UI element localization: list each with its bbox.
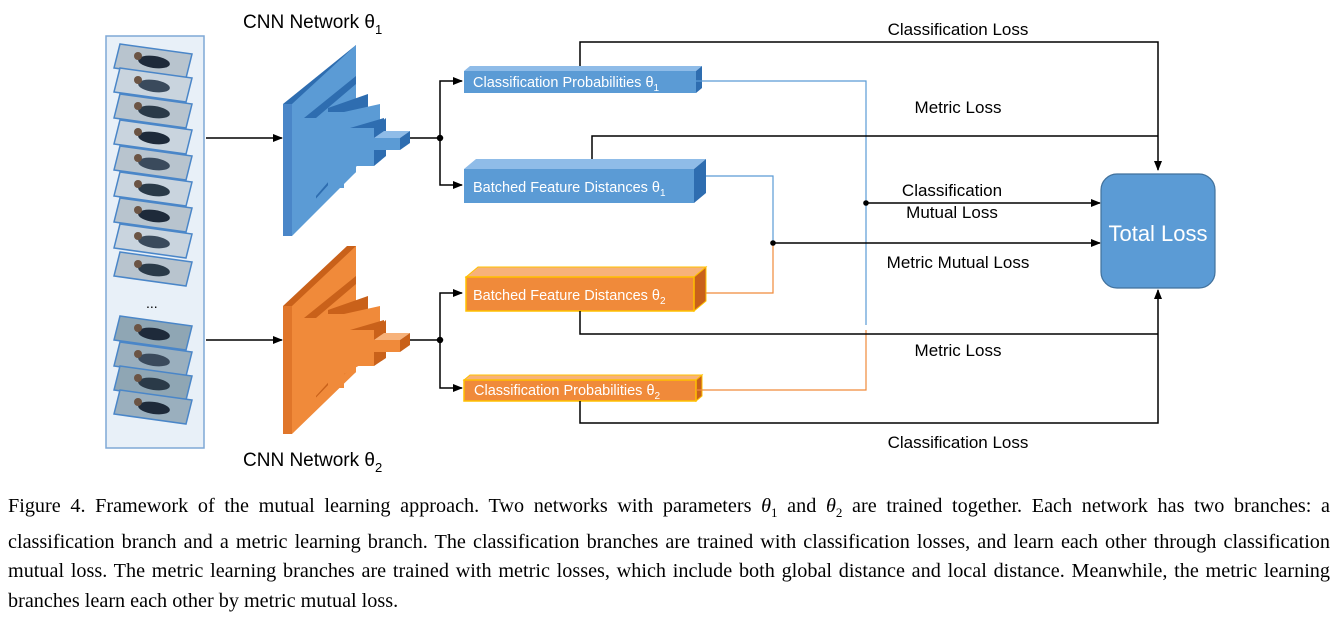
cnn-network-1: [283, 45, 410, 236]
person-image-thumbnail: [113, 119, 193, 155]
person-image-thumbnail: [113, 93, 193, 129]
input-image-stack: ...: [105, 35, 205, 449]
cnn2-branch-connector: [410, 289, 463, 392]
batched-feature-distances-1-box: Batched Feature Distances θ1: [464, 159, 706, 203]
person-image-thumbnail: [113, 389, 193, 425]
person-image-thumbnail: [113, 251, 193, 287]
person-image-thumbnail: [113, 145, 193, 181]
person-image-thumbnail: [113, 67, 193, 103]
cnn-network-2: [283, 246, 410, 434]
classification-mutual-junction: [863, 200, 869, 206]
figure-caption: Figure 4. Framework of the mutual learni…: [8, 495, 1330, 612]
svg-text:Classification Probabilities θ: Classification Probabilities θ2: [474, 383, 661, 402]
cnn-network-2-label: CNN Network θ2: [243, 450, 382, 475]
classification-mutual-loss-label-line1: Classification: [902, 181, 1002, 200]
person-image-thumbnail: [113, 171, 193, 207]
svg-text:Batched Feature Distances θ1: Batched Feature Distances θ1: [473, 180, 666, 199]
person-image-thumbnail: [113, 315, 193, 351]
loss-lines: [579, 41, 1162, 424]
metric-mutual-junction: [770, 240, 776, 246]
metric-loss-bottom-label: Metric Loss: [915, 341, 1002, 360]
total-loss-box: Total Loss: [1100, 173, 1216, 289]
metric-loss-top-label: Metric Loss: [915, 98, 1002, 117]
person-image-thumbnail: [113, 197, 193, 233]
classification-probabilities-2-box: Classification Probabilities θ2: [462, 373, 704, 403]
cnn1-branch-connector: [410, 77, 463, 189]
metric-mutual-loss-label: Metric Mutual Loss: [887, 253, 1030, 272]
person-image-thumbnail: [113, 223, 193, 259]
framework-diagram: CNN Network θ1 CNN Network θ2 ...: [105, 12, 1216, 475]
classification-probabilities-1-box: Classification Probabilities θ1: [464, 66, 702, 94]
mutual-loss-connectors: [696, 80, 867, 391]
classification-loss-top-label: Classification Loss: [888, 20, 1029, 39]
classification-loss-bottom-label: Classification Loss: [888, 433, 1029, 452]
image-ellipsis: ...: [146, 295, 158, 311]
svg-text:Batched Feature Distances θ2: Batched Feature Distances θ2: [473, 288, 666, 307]
total-loss-label: Total Loss: [1108, 221, 1207, 246]
classification-mutual-loss-label-line2: Mutual Loss: [906, 203, 998, 222]
cnn-network-1-label: CNN Network θ1: [243, 12, 382, 37]
batched-feature-distances-2-box: Batched Feature Distances θ2: [464, 265, 708, 313]
svg-text:Classification Probabilities θ: Classification Probabilities θ1: [473, 75, 660, 94]
